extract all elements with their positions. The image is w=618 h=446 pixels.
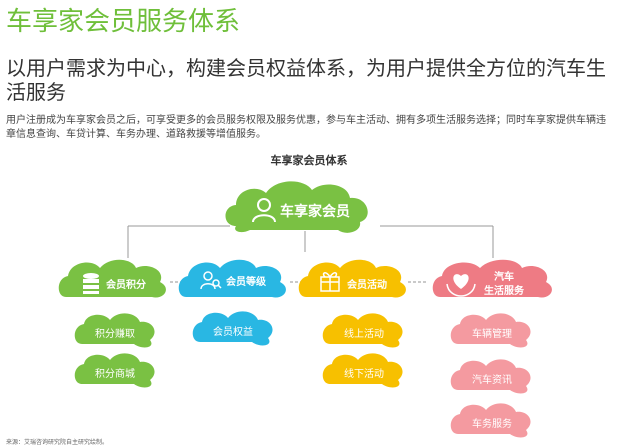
user-search-icon: [200, 271, 222, 290]
item-label: 会员权益: [213, 325, 253, 338]
root-label: 车享家会员: [280, 203, 350, 220]
connector-lines: [127, 225, 494, 258]
item-online-activity: 线上活动: [322, 313, 403, 348]
item-points-earn: 积分赚取: [74, 313, 155, 348]
category-life-service: 汽车 生活服务: [432, 259, 552, 298]
heart-hands-icon: [446, 274, 476, 297]
root-cloud: [225, 181, 368, 233]
item-vehicle-management: 车辆管理: [450, 313, 531, 348]
category-points-label: 会员积分: [106, 278, 146, 291]
item-points-mall: 积分商城: [74, 353, 155, 388]
person-icon: [252, 198, 276, 223]
database-icon: [83, 273, 99, 294]
item-offline-activity: 线下活动: [322, 353, 403, 388]
category-activity-label: 会员活动: [347, 278, 387, 291]
category-life-label-line1: 汽车: [494, 270, 514, 283]
item-label: 车辆管理: [472, 327, 512, 340]
item-label: 线下活动: [344, 367, 384, 380]
root-node: 车享家会员: [225, 181, 368, 233]
source-note: 来源：艾瑞咨询研究院自主研究绘制。: [6, 439, 109, 446]
item-label: 积分商城: [95, 367, 135, 380]
item-label: 积分赚取: [95, 327, 135, 340]
page-subtitle: 以用户需求为中心，构建会员权益体系，为用户提供全方位的汽车生活服务: [6, 56, 606, 104]
item-label: 汽车资讯: [472, 373, 512, 386]
item-label: 车务服务: [472, 417, 512, 430]
item-car-news: 汽车资讯: [450, 359, 531, 394]
page-description: 用户注册成为车享家会员之后，可享受更多的会员服务权限及服务优惠，参与车主活动、拥…: [6, 115, 606, 140]
diagram-title: 车享家会员体系: [270, 154, 348, 167]
category-points: 会员积分: [58, 259, 166, 298]
category-activity: 会员活动: [298, 259, 406, 298]
page-title: 车享家会员服务体系: [6, 7, 241, 37]
item-label: 线上活动: [344, 327, 384, 340]
category-level-label: 会员等级: [226, 275, 267, 288]
category-level: 会员等级: [178, 259, 286, 298]
item-car-affairs: 车务服务: [450, 403, 531, 438]
category-life-label-line2: 生活服务: [484, 284, 525, 297]
item-member-rights: 会员权益: [192, 311, 273, 346]
gift-icon: [320, 272, 340, 292]
